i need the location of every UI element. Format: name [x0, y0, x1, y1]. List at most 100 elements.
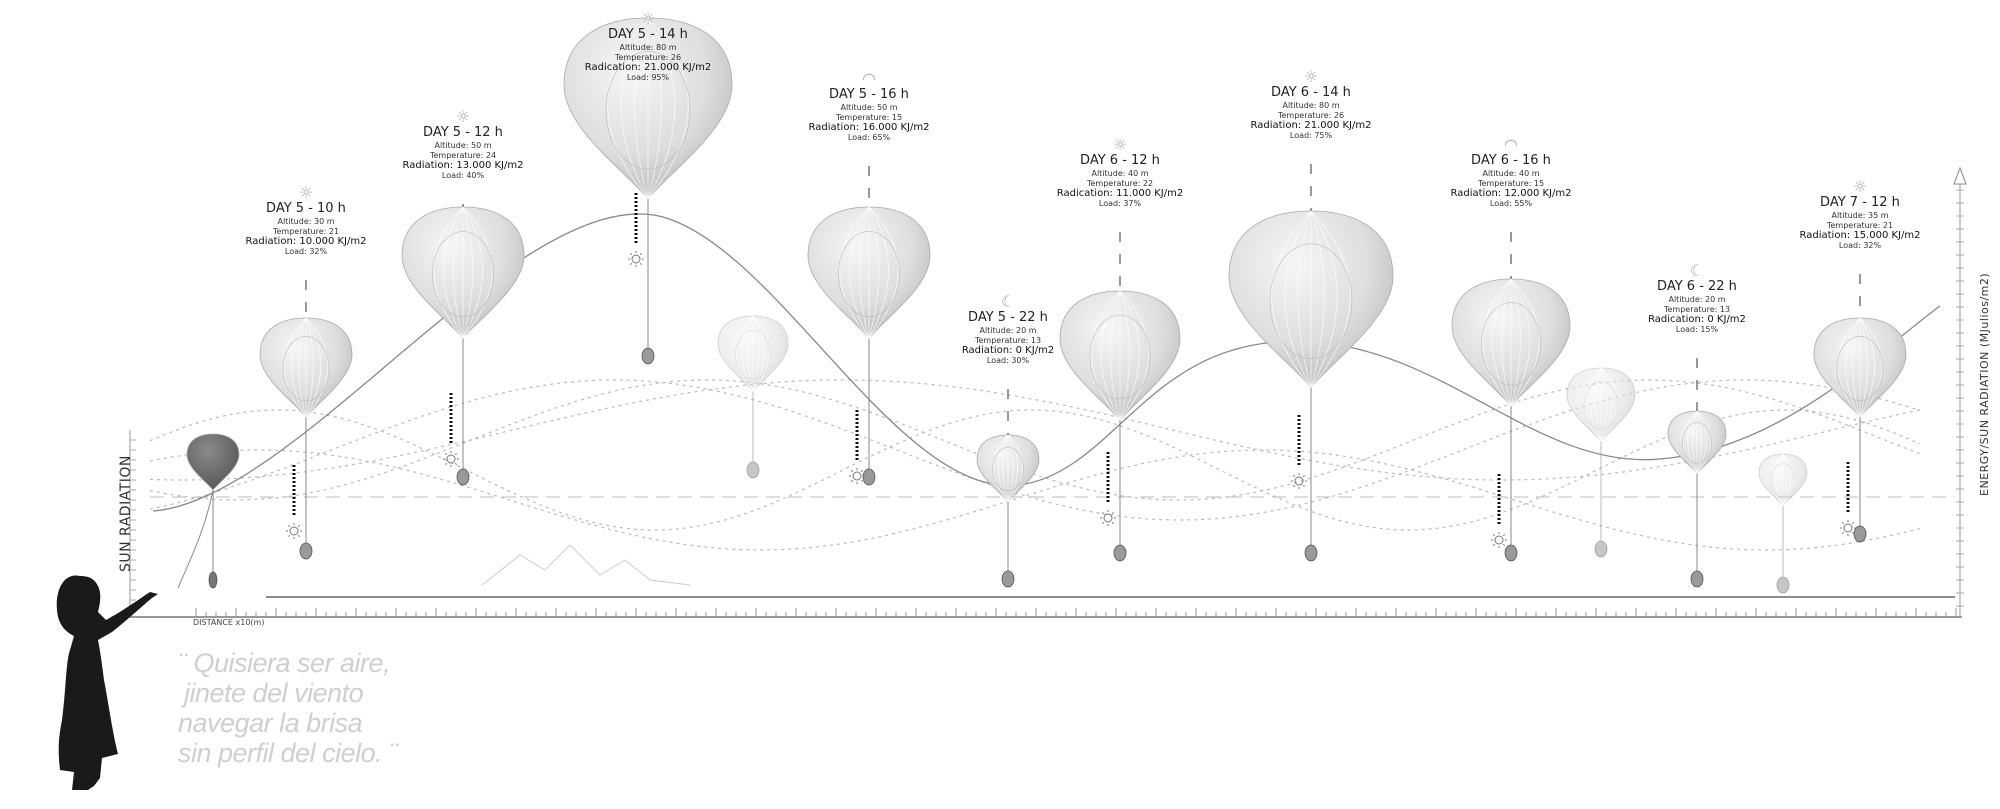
station-altitude: Altitude: 50 m	[840, 103, 898, 113]
station-radiation: Radiation: 0 KJ/m2	[961, 344, 1055, 356]
balloon	[1059, 290, 1181, 562]
balloon	[1667, 410, 1727, 588]
station-load: Load: 15%	[1675, 325, 1719, 335]
radiation-wave	[149, 379, 1921, 501]
balloon	[976, 434, 1040, 588]
station-temperature: Temperature: 15	[835, 112, 903, 122]
station-radiation: Radiation: 12.000 KJ/m2	[1450, 187, 1572, 199]
balloon	[1758, 453, 1808, 594]
station-label: ☼ DAY 6 - 12 h Altitude: 40 m Temperatur…	[1056, 135, 1184, 208]
balloon	[1813, 317, 1907, 543]
quote-line: ¨ Quisiera ser aire,	[178, 648, 391, 678]
balloon	[717, 315, 789, 479]
basket-icon	[1776, 576, 1790, 594]
sun-icon: ☼	[1303, 67, 1319, 86]
station-radiation: Radiation: 10.000 KJ/m2	[245, 235, 367, 247]
station-label: ◠ DAY 6 - 16 h Altitude: 40 m Temperatur…	[1450, 135, 1572, 209]
moon-icon: ☾	[1000, 292, 1016, 311]
basket-icon	[641, 347, 655, 365]
station-label: ☾ DAY 6 - 22 h Altitude: 20 m Temperatur…	[1648, 261, 1746, 335]
balloon	[259, 317, 353, 560]
balloon	[807, 206, 931, 486]
radiation-wave	[149, 409, 1921, 531]
basket-icon	[299, 542, 313, 560]
radiation-wave	[149, 449, 1921, 551]
balloon-envelope	[1566, 367, 1636, 442]
sun-icon	[286, 523, 302, 539]
station-title: DAY 5 - 14 h	[608, 27, 688, 43]
axis-arrow-icon	[1953, 166, 1967, 185]
station-title: DAY 6 - 12 h	[1080, 153, 1160, 169]
station-temperature: Temperature: 26	[1277, 110, 1345, 120]
station-title: DAY 6 - 16 h	[1471, 153, 1551, 169]
station-title: DAY 5 - 22 h	[968, 310, 1048, 326]
balloon	[1451, 278, 1571, 562]
station-altitude: Altitude: 30 m	[277, 217, 335, 227]
balloon	[1566, 367, 1636, 558]
poem-quote: ¨ Quisiera ser aire, jinete del viento n…	[178, 648, 398, 768]
basket-icon	[746, 461, 760, 479]
radiation-wave	[149, 379, 1921, 481]
axes	[129, 166, 1967, 618]
station-temperature: Temperature: 21	[272, 226, 340, 236]
balloon-envelope	[717, 315, 789, 392]
station-altitude: Altitude: 50 m	[434, 141, 492, 151]
sun-icon	[849, 468, 865, 484]
basket-icon	[1853, 525, 1867, 543]
station-radiation: Radiation: 15.000 KJ/m2	[1799, 229, 1921, 241]
station-radiation: Radication: 11.000 KJ/m2	[1056, 187, 1184, 199]
left-axis-label: SUN RADIATION	[118, 455, 134, 572]
station-radiation: Radication: 21.000 KJ/m2	[584, 61, 712, 73]
sun-icon: ☼	[1112, 135, 1128, 154]
sun-icon	[1491, 532, 1507, 548]
station-load: Load: 30%	[986, 356, 1030, 366]
sun-icon	[1291, 473, 1307, 489]
station-radiation: Radiation: 13.000 KJ/m2	[402, 159, 524, 171]
station-load: Load: 40%	[441, 171, 485, 181]
station-label: ☼ DAY 5 - 10 h Altitude: 30 m Temperatur…	[245, 183, 367, 256]
station-radiation: Radiation: 16.000 KJ/m2	[808, 121, 930, 133]
basket-icon	[1001, 570, 1015, 588]
sunset-icon: ◠	[1504, 135, 1518, 154]
station-label: ☼ DAY 5 - 14 h Altitude: 80 m Temperatur…	[584, 9, 712, 83]
quote-line: sin perfil del cielo. ¨	[178, 738, 398, 768]
station-title: DAY 5 - 10 h	[266, 201, 346, 217]
station-title: DAY 6 - 22 h	[1657, 279, 1737, 295]
sun-icon	[1100, 510, 1116, 526]
balloons	[177, 17, 1907, 594]
balloon-envelope	[1758, 453, 1808, 507]
right-axis-label: ENERGY/SUN RADIATION (MJulios/m2)	[1978, 272, 1991, 496]
station-temperature: Temperature: 22	[1086, 178, 1154, 188]
station-title: DAY 5 - 12 h	[423, 125, 503, 141]
quote-line: navegar la brisa	[178, 708, 363, 738]
station-label: ☼ DAY 5 - 12 h Altitude: 50 m Temperatur…	[402, 107, 524, 181]
station-temperature: Temperature: 24	[429, 150, 497, 160]
station-load: Load: 55%	[1489, 199, 1533, 209]
basket-icon	[1690, 570, 1704, 588]
sun-icon: ☼	[640, 9, 656, 28]
station-temperature: Temperature: 13	[974, 335, 1042, 345]
station-altitude: Altitude: 80 m	[1282, 101, 1340, 111]
basket-icon	[208, 571, 218, 589]
basket-icon	[1504, 544, 1518, 562]
station-label: ☾ DAY 5 - 22 h Altitude: 20 m Temperatur…	[961, 292, 1055, 366]
sun-icon	[443, 451, 459, 467]
station-temperature: Temperature: 13	[1663, 304, 1731, 314]
quote-line: jinete del viento	[184, 678, 364, 708]
station-altitude: Altitude: 20 m	[1668, 295, 1726, 305]
station-load: Load: 95%	[626, 73, 670, 83]
station-temperature: Temperature: 26	[614, 52, 682, 62]
balloon-envelope	[186, 433, 240, 491]
sunset-icon: ◠	[862, 69, 876, 88]
basket-icon	[1113, 544, 1127, 562]
station-load: Load: 32%	[1838, 241, 1882, 251]
balloon	[1228, 210, 1394, 562]
moon-icon: ☾	[1689, 261, 1705, 280]
station-altitude: Altitude: 40 m	[1482, 169, 1540, 179]
balloon	[563, 17, 733, 365]
mountains	[481, 544, 691, 586]
station-temperature: Temperature: 15	[1477, 178, 1545, 188]
basket-icon	[1594, 540, 1608, 558]
basket-icon	[456, 468, 470, 486]
station-load: Load: 65%	[847, 133, 891, 143]
